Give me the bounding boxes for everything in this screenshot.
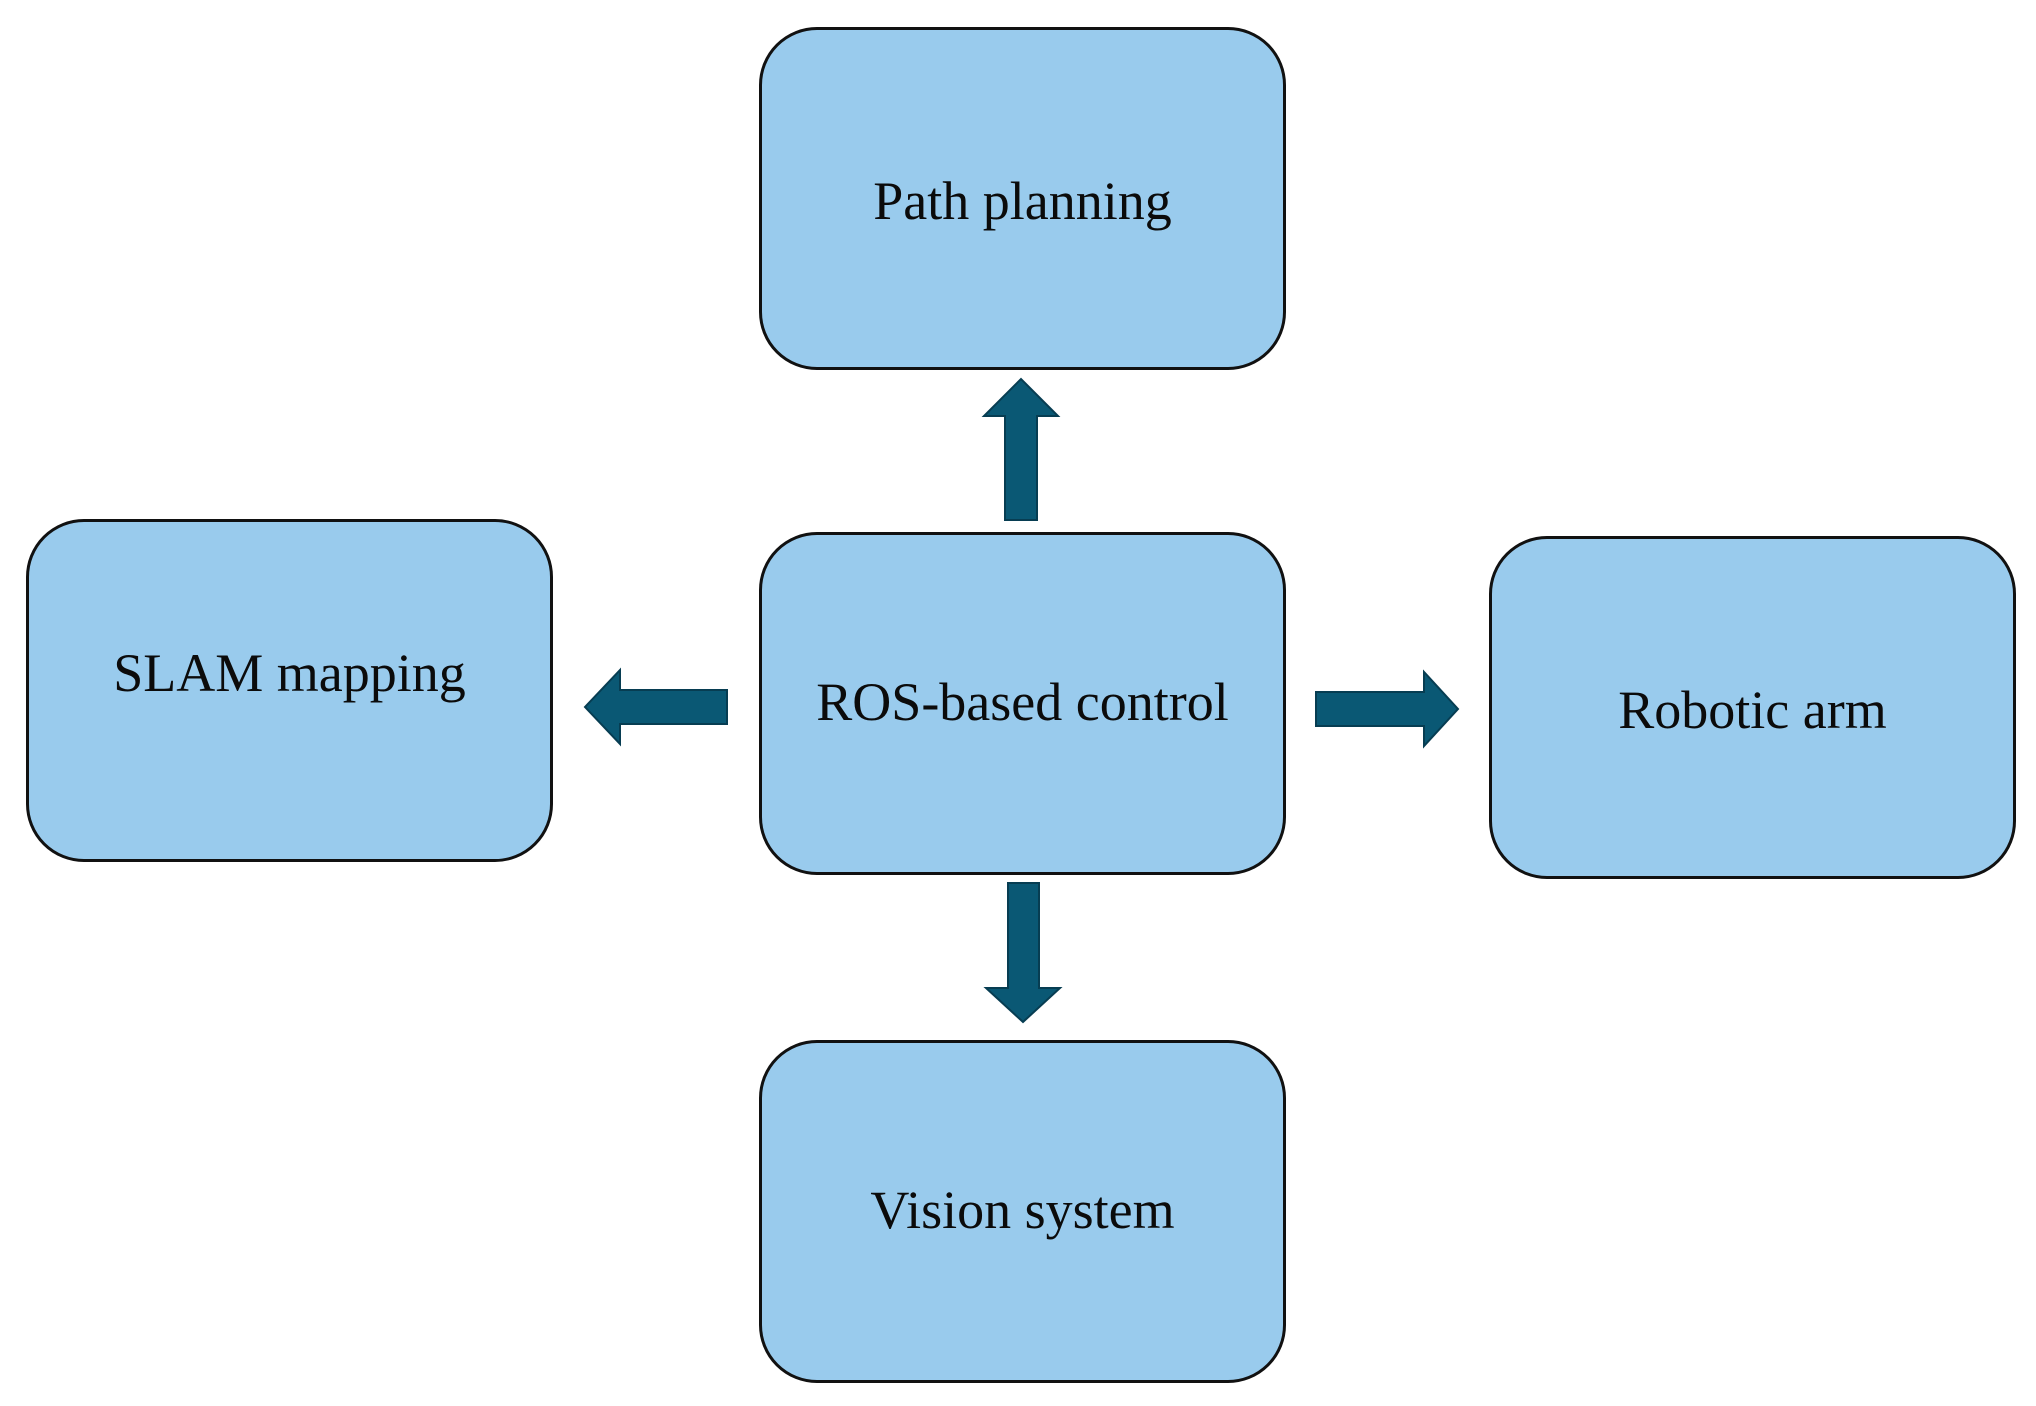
ros-based-control-label: ROS-based control [816,671,1229,732]
robotic-arm-label: Robotic arm [1618,679,1887,740]
vision-system-box: Vision system [759,1040,1286,1383]
vision-system-label: Vision system [870,1179,1175,1240]
path-planning-label: Path planning [873,170,1172,231]
ros-based-control-box: ROS-based control [759,532,1286,875]
arrow-to-slam-mapping [583,667,728,747]
arrow-to-robotic-arm [1315,669,1460,749]
slam-mapping-label: SLAM mapping [113,642,466,703]
arrow-to-path-planning [981,377,1061,521]
arrow-to-vision-system [983,882,1063,1024]
slam-mapping-box: SLAM mapping [26,519,553,862]
path-planning-box: Path planning [759,27,1286,370]
robotic-arm-box: Robotic arm [1489,536,2016,879]
